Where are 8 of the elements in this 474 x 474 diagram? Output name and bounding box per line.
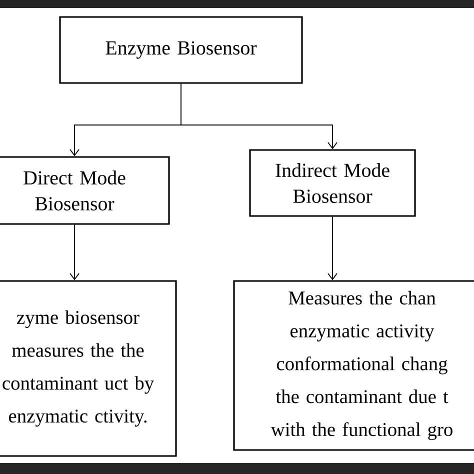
process-box: Direct Mode Biosensor xyxy=(0,156,170,225)
process-box: Indirect Mode Biosensor xyxy=(249,149,416,217)
arrow xyxy=(70,224,80,280)
process-box: Enzyme Biosensor xyxy=(59,16,303,84)
description-box: Measures the chan enzymatic activity conformational chang the contaminant due t with the functional gro xyxy=(233,280,474,451)
arrow xyxy=(180,83,338,150)
description-box: zyme biosensor measures the the contaminant uct by enzymatic ctivity. xyxy=(0,280,177,457)
arrow xyxy=(328,216,338,280)
